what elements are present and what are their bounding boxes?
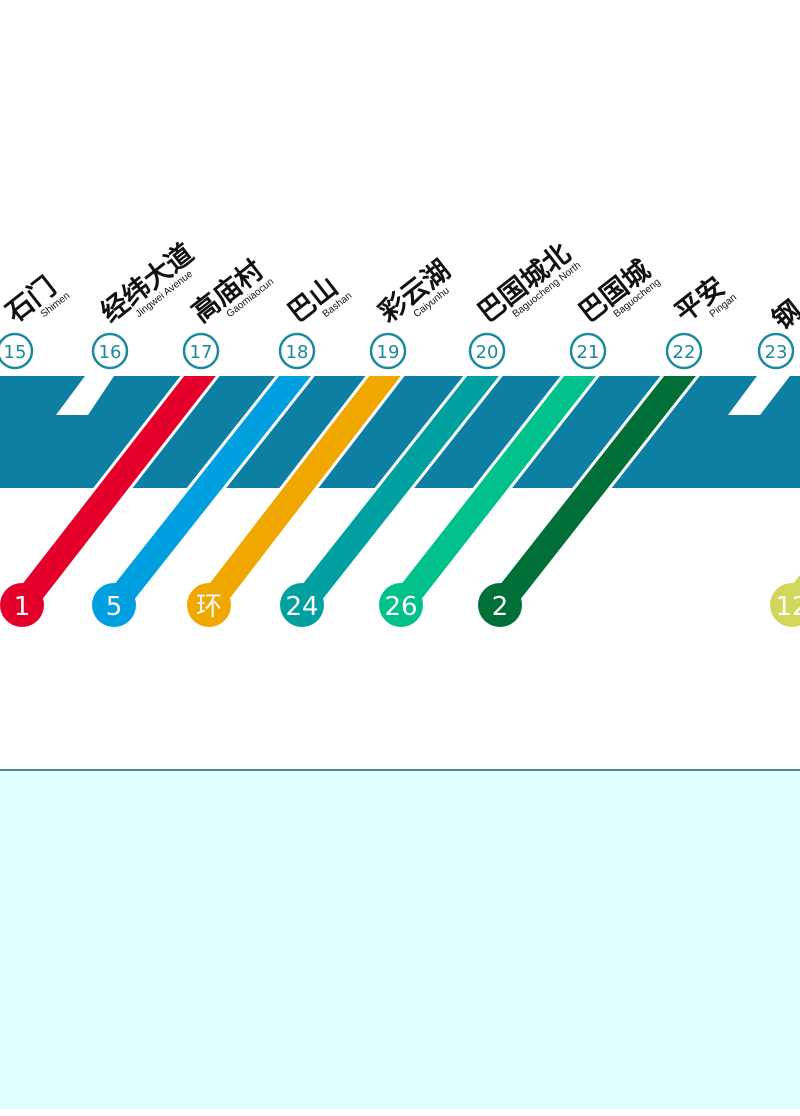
- station-marker-23: [757, 332, 795, 370]
- transfer-badge-12: [770, 583, 800, 627]
- transfer-badge-label: 2: [492, 592, 509, 622]
- transfer-line-26: [391, 376, 596, 613]
- transfer-line-环: [199, 376, 401, 613]
- transfer-badge-5: [92, 583, 136, 627]
- transfer-badge-1: [0, 583, 44, 627]
- transfer-badge-label: 5: [106, 592, 123, 622]
- transfer-badge-2: [478, 583, 522, 627]
- station-number: 21: [577, 342, 600, 363]
- transfer-badge-label: 24: [285, 592, 318, 622]
- transfer-line-1: [12, 376, 216, 613]
- track-notch: [728, 376, 790, 415]
- station-number: 19: [377, 342, 400, 363]
- station-marker-15: [0, 332, 34, 370]
- transfer-badge-label: 1: [14, 592, 31, 622]
- transfer-badge-26: [379, 583, 423, 627]
- station-marker-22: [665, 332, 703, 370]
- transfer-badge-label: 12: [775, 592, 800, 622]
- station-marker-18: [278, 332, 316, 370]
- transfer-badge-label: 环: [196, 592, 222, 622]
- transfer-badge-环: [187, 583, 231, 627]
- transfer-line-24: [292, 376, 499, 613]
- station-number: 22: [673, 342, 696, 363]
- station-marker-21: [569, 332, 607, 370]
- station-marker-20: [468, 332, 506, 370]
- station-number: 20: [476, 342, 499, 363]
- track-notch: [56, 376, 114, 415]
- station-number: 17: [190, 342, 213, 363]
- transfer-badge-24: [280, 583, 324, 627]
- station-number: 15: [4, 342, 27, 363]
- bottom-panel: [0, 769, 800, 1109]
- transfer-badge-label: 26: [384, 592, 417, 622]
- station-number: 16: [99, 342, 122, 363]
- transfer-line-5: [104, 376, 311, 613]
- station-marker-19: [369, 332, 407, 370]
- station-number: 18: [286, 342, 309, 363]
- transfer-line-2: [490, 376, 696, 613]
- station-marker-17: [182, 332, 220, 370]
- station-marker-16: [91, 332, 129, 370]
- station-number: 23: [765, 342, 788, 363]
